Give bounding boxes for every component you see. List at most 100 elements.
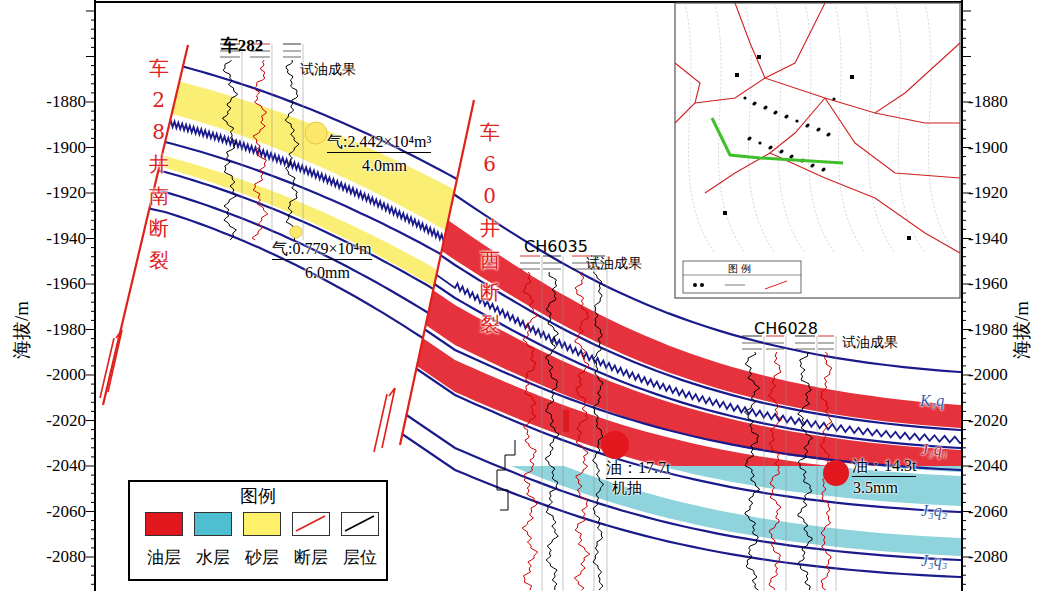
tick — [962, 356, 966, 357]
axis-label: -1920 — [46, 183, 86, 203]
formation-name: J₃q₂ — [921, 502, 947, 520]
tick — [91, 529, 95, 530]
axis-label: -1940 — [46, 229, 86, 249]
map-well — [774, 110, 777, 113]
tick — [962, 120, 966, 121]
tick — [962, 411, 966, 412]
map-well — [826, 133, 829, 136]
log-scale — [818, 336, 834, 337]
map-well — [811, 163, 814, 166]
test-result: 气:0.779×10⁴m — [272, 240, 372, 260]
test-result: 6.0mm — [305, 264, 350, 282]
axis-title: 海拔/m — [11, 301, 33, 359]
tick — [91, 520, 95, 521]
tick — [91, 202, 95, 203]
test-result-dot — [305, 122, 327, 144]
tick — [962, 202, 966, 203]
legend-swatch — [292, 512, 330, 536]
tick — [962, 338, 966, 339]
test-result-dot — [290, 226, 302, 238]
contours — [685, 3, 955, 253]
tick — [91, 38, 95, 39]
track-border — [272, 44, 273, 240]
tick — [962, 566, 966, 567]
map-wells — [723, 55, 911, 240]
tick — [91, 129, 95, 130]
log-scale — [283, 57, 301, 58]
step-curve — [497, 440, 515, 510]
log-scale — [795, 343, 815, 344]
tick — [962, 302, 966, 303]
log-scale — [520, 263, 540, 264]
tick — [91, 456, 95, 457]
log-scale — [250, 57, 270, 58]
fault-arrow — [382, 388, 395, 448]
log-scale — [818, 349, 834, 350]
tick — [962, 584, 966, 585]
section-line — [712, 118, 843, 163]
tick — [962, 65, 966, 66]
tick — [91, 384, 95, 385]
tick — [962, 484, 966, 485]
tick — [962, 183, 966, 184]
map-well — [784, 115, 787, 118]
tick — [962, 475, 966, 476]
tick — [91, 429, 95, 430]
map-well — [805, 124, 808, 127]
tick — [91, 29, 95, 30]
tick — [962, 56, 971, 57]
log-scale — [795, 349, 815, 350]
map-fault — [705, 98, 825, 193]
tick — [86, 375, 95, 376]
log-scale — [543, 263, 561, 264]
tick — [962, 156, 966, 157]
log-curve — [522, 272, 538, 590]
map-legend-symbol — [725, 285, 745, 286]
tick — [86, 11, 95, 12]
axis-label: -2060 — [46, 502, 86, 522]
tick — [962, 347, 966, 348]
tick — [91, 156, 95, 157]
axis-label: -2080 — [968, 547, 1008, 567]
log-curve — [768, 352, 781, 590]
tick — [86, 238, 95, 239]
tick — [91, 20, 95, 21]
legend-text: 油层 — [147, 548, 181, 568]
map-fault — [770, 153, 960, 253]
axis-label: -1980 — [968, 320, 1008, 340]
legend-title: 图例 — [240, 486, 276, 507]
tick — [962, 111, 966, 112]
map-well — [747, 137, 750, 140]
log-scale — [742, 343, 762, 344]
map-legend-title: 图 例 — [728, 263, 751, 275]
tick — [962, 520, 966, 521]
map-fault — [675, 63, 700, 123]
log-curve — [252, 60, 268, 240]
well-name: CH6028 — [754, 320, 818, 338]
horizon-line — [355, 380, 975, 561]
tick — [962, 220, 966, 221]
contour — [805, 3, 835, 253]
tick — [91, 584, 95, 585]
axis-label: -2000 — [46, 365, 86, 385]
log-scale — [283, 51, 301, 52]
tick — [962, 165, 966, 166]
tick — [86, 284, 95, 285]
tick — [962, 247, 966, 248]
tick — [962, 174, 966, 175]
tick — [86, 193, 95, 194]
legend-text: 层位 — [343, 548, 377, 568]
tick — [86, 557, 95, 558]
map-well — [779, 150, 782, 153]
tick — [91, 265, 95, 266]
log-scale — [543, 269, 561, 270]
map-frame — [675, 3, 960, 298]
tick — [962, 365, 966, 366]
map-well — [817, 127, 820, 130]
log-scale — [220, 57, 240, 58]
map-fault — [825, 98, 960, 178]
tick — [91, 338, 95, 339]
tick — [962, 229, 966, 230]
tick — [91, 365, 95, 366]
map-well — [806, 123, 809, 126]
